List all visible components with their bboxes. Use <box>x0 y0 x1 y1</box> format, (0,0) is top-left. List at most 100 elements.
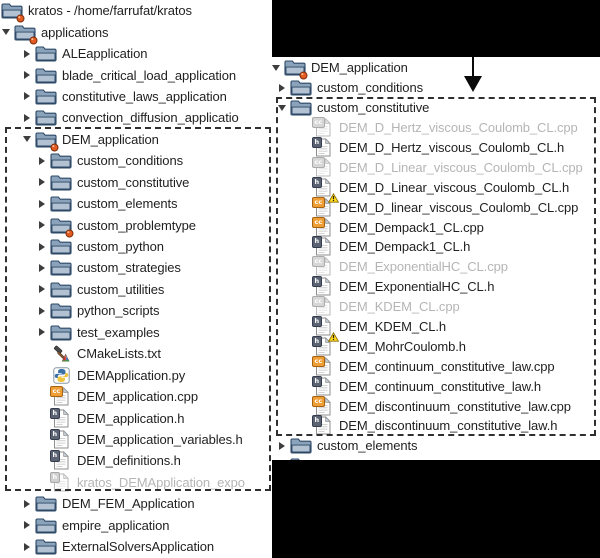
tree-row[interactable] <box>272 456 600 460</box>
cpp-source-file-icon: cc <box>50 386 72 406</box>
folder-icon <box>50 173 72 192</box>
folder-icon <box>35 108 57 127</box>
cpp-source-file-icon: cc <box>312 216 334 237</box>
tree-row[interactable]: h DEM_discontinuum_constitutive_law.h <box>272 415 600 436</box>
tree-item-label: custom_constitutive <box>77 174 190 190</box>
tree-row[interactable]: custom_constitutive <box>0 172 272 193</box>
tree-row[interactable]: custom_conditions <box>272 78 600 98</box>
expander-collapsed-icon[interactable] <box>37 242 50 251</box>
tree-row[interactable]: DEM_FEM_Application <box>0 493 272 514</box>
expander-collapsed-icon[interactable] <box>37 156 50 165</box>
file-type-badge: h <box>312 276 322 288</box>
tree-row[interactable]: applications <box>0 21 272 45</box>
tree-row[interactable]: DEM_application <box>272 58 600 80</box>
expander-collapsed-icon[interactable] <box>22 521 35 530</box>
file-type-badge: h <box>312 415 322 427</box>
tree-item-label: ALEapplication <box>62 46 148 62</box>
expander-collapsed-icon[interactable] <box>37 178 50 187</box>
tree-row[interactable]: custom_conditions <box>0 150 272 171</box>
folder-icon <box>290 436 312 455</box>
expander-collapsed-icon[interactable] <box>22 49 35 58</box>
tree-row[interactable]: CMakeLists.txt <box>0 343 272 364</box>
tree-row[interactable]: python_scripts <box>0 300 272 321</box>
folder-icon <box>284 58 308 80</box>
folder-icon <box>1 1 25 23</box>
tree-row[interactable]: custom_utilities <box>0 279 272 300</box>
header-file-icon: h <box>50 471 72 492</box>
tree-row[interactable]: blade_critical_load_application <box>0 64 272 85</box>
tree-item-label: DEM_Dempack1_CL.h <box>339 239 471 255</box>
expander-collapsed-icon[interactable] <box>37 263 50 272</box>
tree-row[interactable]: empire_application <box>0 515 272 536</box>
tree-item-label: blade_critical_load_application <box>62 67 236 83</box>
expander-collapsed-icon[interactable] <box>37 221 50 230</box>
tree-row[interactable]: cc DEM_continuum_constitutive_law.cpp <box>272 355 600 376</box>
tree-row[interactable]: convection_diffusion_applicatio <box>0 107 272 128</box>
tree-row[interactable]: custom_elements <box>0 193 272 214</box>
expander-collapsed-icon[interactable] <box>37 285 50 294</box>
tree-row[interactable]: custom_python <box>0 236 272 257</box>
expander-collapsed-icon[interactable] <box>22 71 35 80</box>
folder-icon <box>35 66 57 85</box>
modified-overlay-icon <box>65 229 74 238</box>
tree-row[interactable]: DEMApplication.py <box>0 364 272 385</box>
folder-icon <box>35 87 57 106</box>
tree-row[interactable]: test_examples <box>0 322 272 343</box>
tree-item-label: custom_strategies <box>77 260 181 276</box>
folder-icon <box>14 23 38 45</box>
expander-expanded-icon[interactable] <box>272 64 284 71</box>
tree-row[interactable]: constitutive_laws_application <box>0 86 272 107</box>
expander-collapsed-icon[interactable] <box>37 199 50 208</box>
tree-row[interactable]: DEM_application <box>0 129 272 152</box>
tree-row[interactable]: kratos - /home/farrufat/kratos <box>0 0 272 23</box>
cpp-source-file-icon: cc <box>312 355 334 376</box>
tree-item-label: DEM_discontinuum_constitutive_law.h <box>339 418 558 434</box>
expander-collapsed-icon[interactable] <box>37 306 50 315</box>
tree-row[interactable]: custom_elements <box>272 436 600 456</box>
tree-item-label: DEM_D_Hertz_viscous_Coulomb_CL.cpp <box>339 120 578 136</box>
expander-expanded-icon[interactable] <box>277 104 290 111</box>
expander-collapsed-icon[interactable] <box>22 542 35 551</box>
folder-icon <box>50 151 72 170</box>
tree-row[interactable]: ALEapplication <box>0 43 272 64</box>
expander-collapsed-icon[interactable] <box>277 83 290 92</box>
tree-row[interactable]: h DEM_Dempack1_CL.h <box>272 236 600 257</box>
expander-collapsed-icon[interactable] <box>277 441 290 450</box>
expander-collapsed-icon[interactable] <box>37 328 50 337</box>
tree-item-label: custom_problemtype <box>77 217 196 233</box>
tree-row[interactable]: custom_problemtype <box>0 214 272 238</box>
expander-collapsed-icon[interactable] <box>22 92 35 101</box>
expander-expanded-icon[interactable] <box>22 136 35 143</box>
tree-row[interactable]: custom_constitutive <box>272 98 600 118</box>
modified-overlay-icon <box>16 14 25 23</box>
expander-expanded-icon[interactable] <box>1 29 14 36</box>
tree-row[interactable]: ExternalSolversApplication <box>0 536 272 557</box>
tree-item-label: DEM_continuum_constitutive_law.cpp <box>339 358 555 374</box>
file-type-badge: h <box>312 236 322 248</box>
header-file-icon: h <box>312 236 334 256</box>
header-file-icon: h <box>312 176 334 197</box>
tree-item-label: custom_conditions <box>317 80 423 96</box>
tree-row[interactable]: custom_strategies <box>0 257 272 278</box>
expander-collapsed-icon[interactable] <box>22 113 35 122</box>
expander-collapsed-icon[interactable] <box>22 499 35 508</box>
